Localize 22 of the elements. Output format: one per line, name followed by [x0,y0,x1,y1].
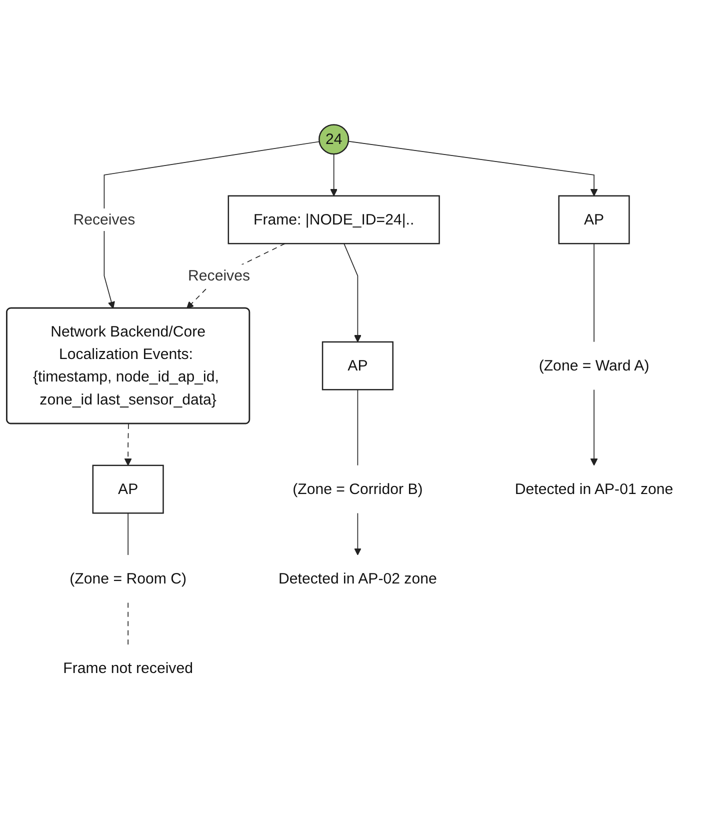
arrow [348,140,598,196]
node-text: (Zone = Corridor B) [292,480,423,497]
node-box: AP [558,194,630,244]
edge-label: Receives [188,266,250,284]
node-text: Detected in AP-01 zone [514,480,674,497]
arrow [104,140,320,308]
arrow [186,242,286,308]
node-box: AP [322,340,394,390]
arrow [354,512,362,555]
arrow [344,242,362,342]
connector [357,388,358,466]
edge-label: Receives [73,210,136,228]
node-text: (Zone = Ward A) [538,356,650,374]
arrow [330,153,338,196]
node-text: Frame not received [63,659,193,676]
arrow [590,388,598,466]
arrow [124,423,132,466]
node-text: Detected in AP-02 zone [278,570,437,586]
node-circle: 24 [318,124,350,154]
node-box: Frame: |NODE_ID=24|.. [228,194,440,244]
node-text: (Zone = Room C) [70,570,186,586]
node-box: AP [92,464,164,514]
